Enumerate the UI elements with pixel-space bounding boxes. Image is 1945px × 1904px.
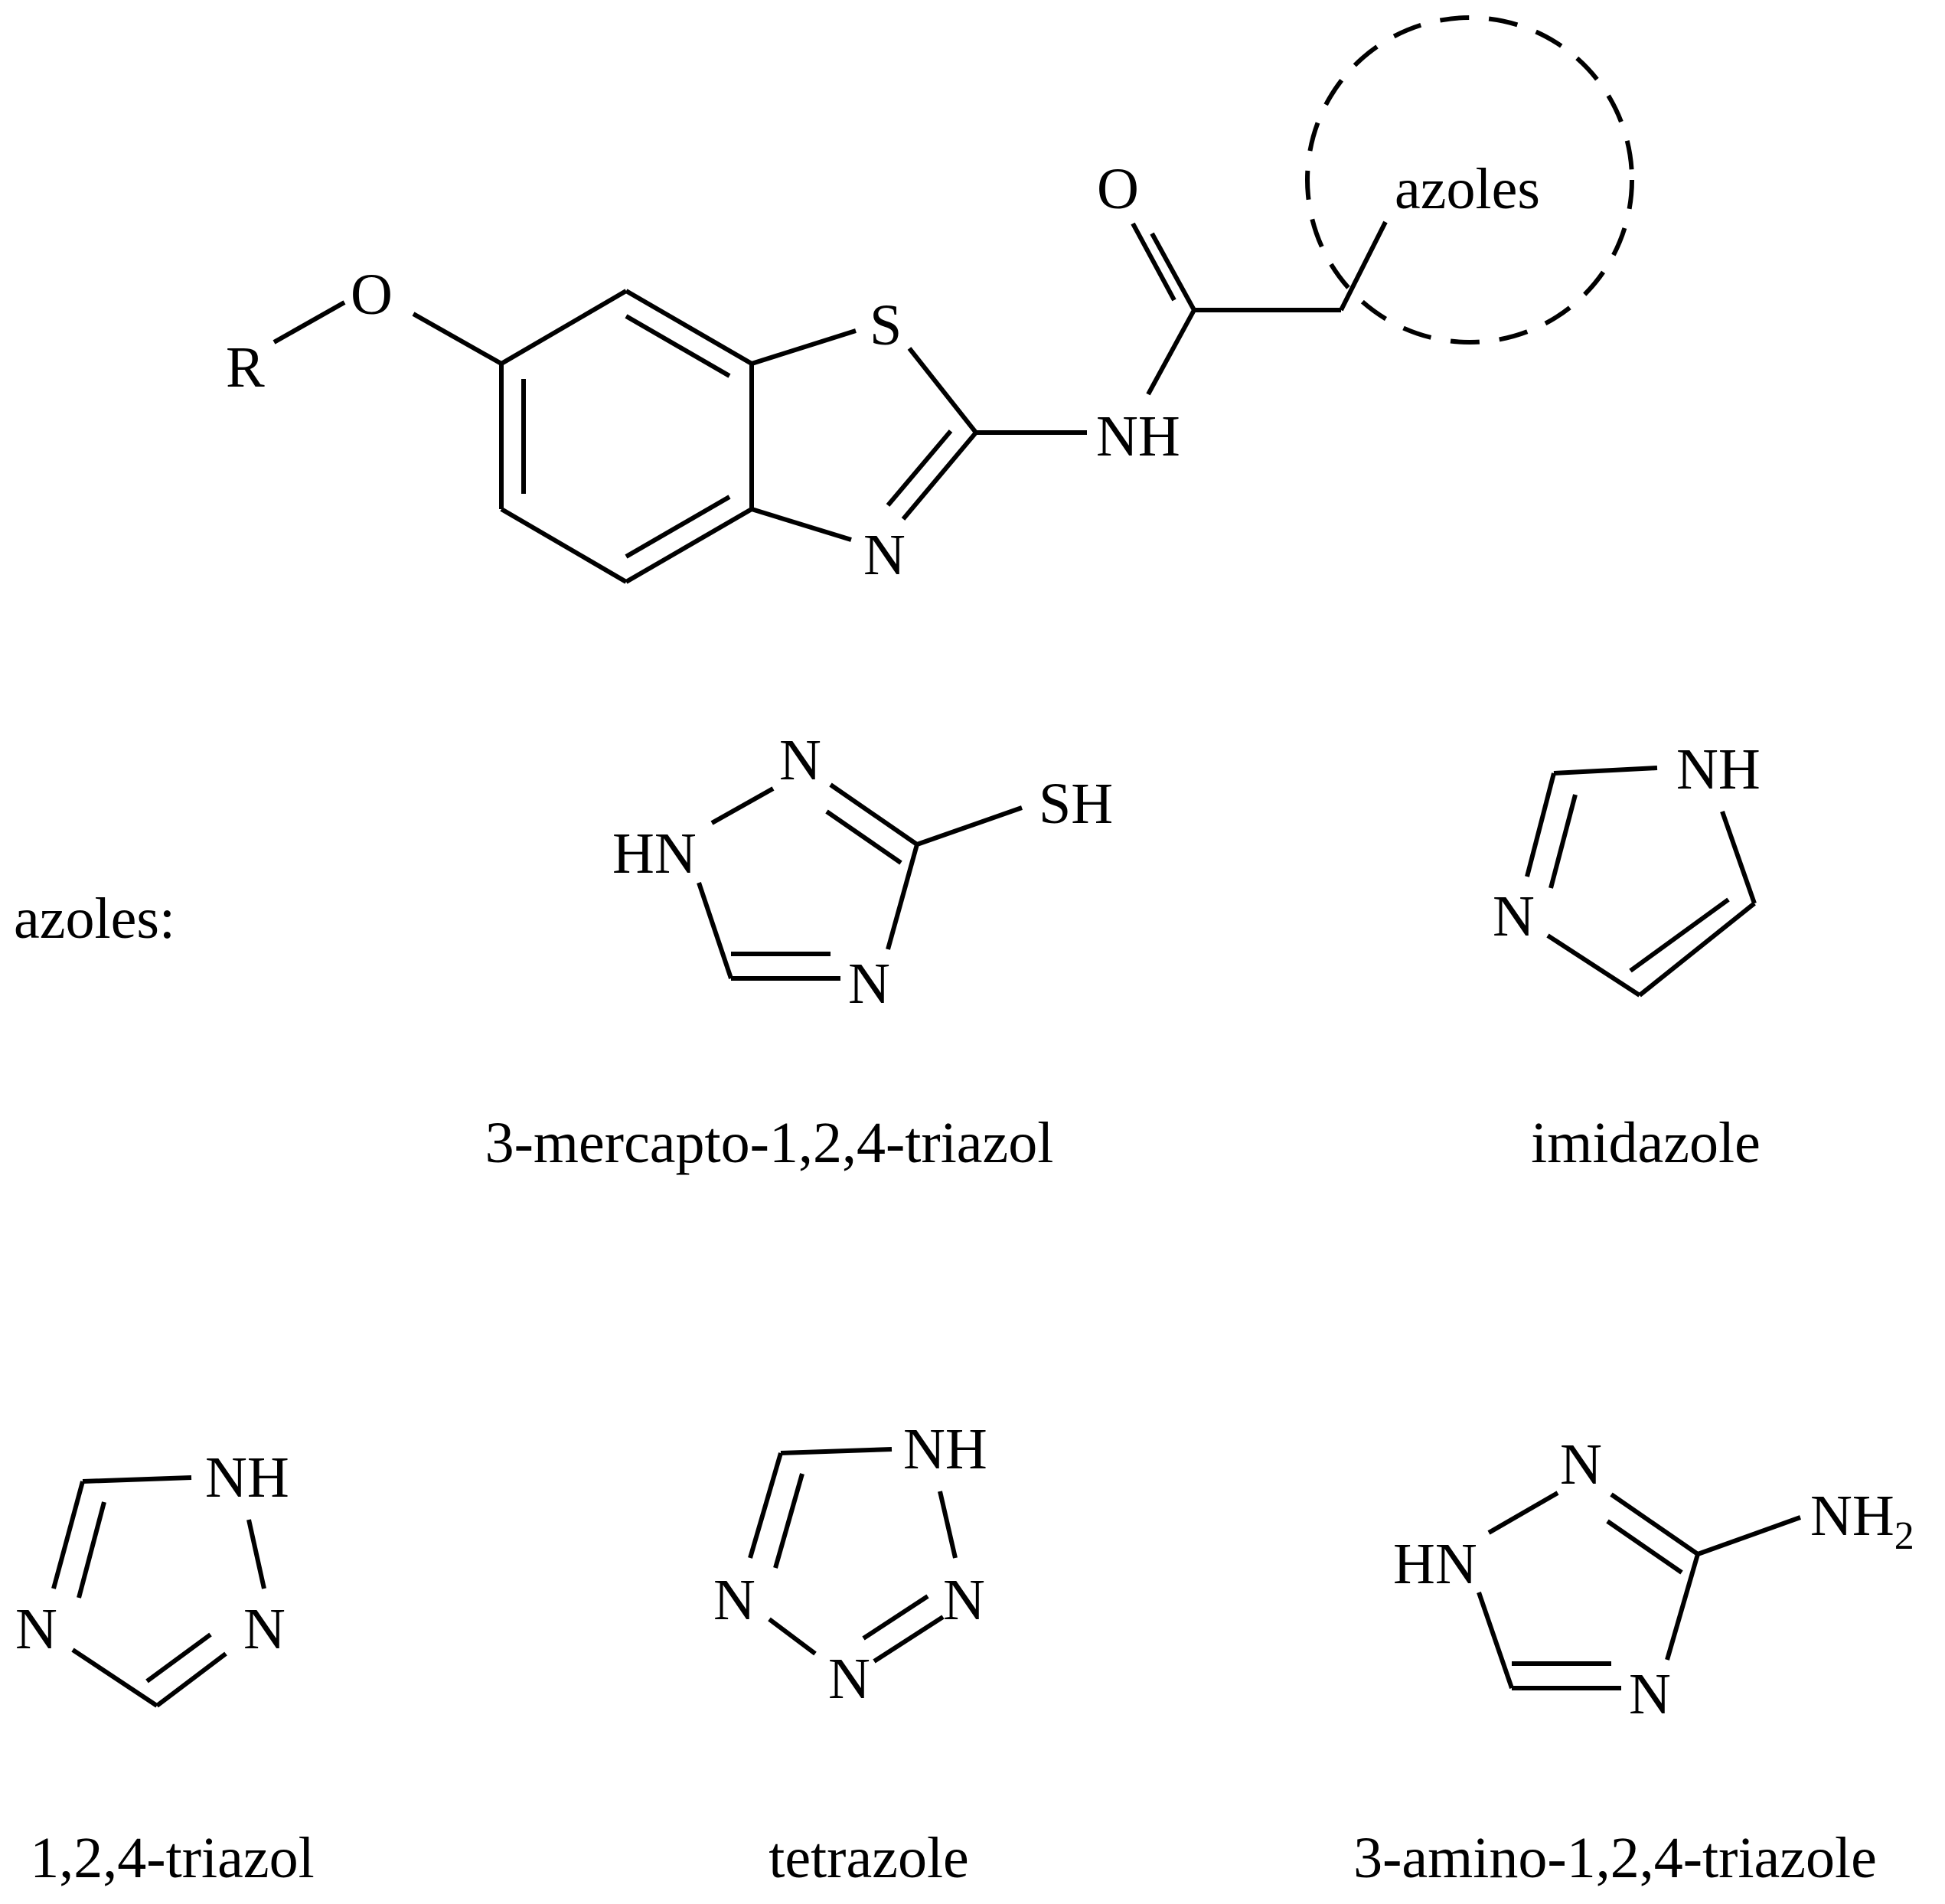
atom-sh: SH [1039, 772, 1113, 836]
caption-3-mercapto-triazol: 3-mercapto-1,2,4-triazol [485, 1111, 1054, 1175]
atom-r: R [226, 335, 265, 400]
caption-tetrazole: tetrazole [769, 1826, 969, 1890]
atom-n-left: N [713, 1568, 755, 1632]
atom-n-bottom: N [828, 1647, 870, 1711]
molecule-1-2-4-triazol: NH N N 1,2,4-triazol [15, 1445, 315, 1890]
molecule-imidazole-bonds [1525, 766, 1757, 998]
azoles-label: azoles [1395, 157, 1540, 221]
caption-1-2-4-triazol: 1,2,4-triazol [30, 1826, 314, 1890]
azoles-placeholder-circle [1305, 15, 1634, 345]
molecule-tetrazole: NH N N N tetrazole [713, 1417, 987, 1890]
caption-3-amino-triazole: 3-amino-1,2,4-triazole [1353, 1826, 1877, 1890]
atom-hn: HN [612, 821, 697, 886]
main-structure-bonds [272, 220, 1388, 584]
atom-nh: NH [903, 1417, 987, 1481]
caption-imidazole: imidazole [1531, 1111, 1761, 1175]
molecule-1-2-4-triazol-bonds [51, 1475, 266, 1708]
atom-n-bottom: N [1629, 1662, 1671, 1726]
atom-nh2-base: NH [1810, 1484, 1894, 1548]
atom-hn: HN [1393, 1532, 1477, 1596]
molecule-3-mercapto-triazol: N HN SH N 3-mercapto-1,2,4-triazol [485, 728, 1114, 1175]
atom-carbonyl-oxygen: O [1097, 157, 1139, 221]
atom-nh: NH [205, 1445, 289, 1510]
molecule-3-mercapto-triazol-bonds [697, 782, 1023, 981]
atom-n-right: N [943, 1568, 985, 1632]
atom-ether-oxygen: O [351, 263, 393, 327]
atom-n-left: N [15, 1597, 57, 1661]
atom-nh2: NH2 [1810, 1484, 1914, 1558]
molecule-3-amino-triazole: N HN NH2 N 3-amino-1,2,4-triazole [1353, 1432, 1914, 1890]
atom-ring-nitrogen: N [863, 523, 906, 587]
atom-n-right: N [243, 1597, 286, 1661]
atom-sulfur: S [870, 293, 902, 358]
molecule-imidazole: NH N imidazole [1493, 737, 1761, 1175]
atom-nh2-subscript: 2 [1894, 1514, 1914, 1558]
atom-n-top: N [779, 728, 821, 792]
molecule-3-amino-triazole-bonds [1477, 1491, 1802, 1690]
atom-nh: NH [1676, 737, 1761, 802]
atom-n: N [1493, 884, 1535, 949]
azoles-heading: azoles: [14, 887, 175, 951]
molecule-tetrazole-bonds [748, 1447, 958, 1664]
main-structure: R O S N NH O azoles [226, 15, 1634, 587]
atom-amide-nh: NH [1096, 404, 1180, 469]
atom-n-top: N [1560, 1432, 1602, 1497]
atom-n-bottom: N [848, 952, 890, 1016]
